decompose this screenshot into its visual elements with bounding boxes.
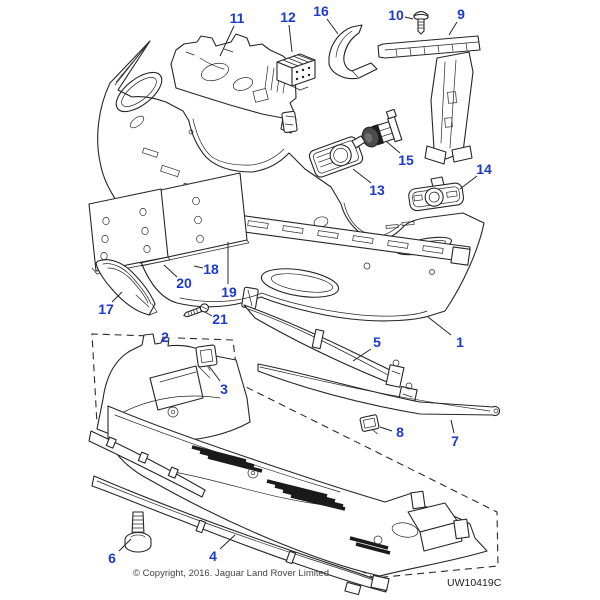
tray-clip-tower-1: [410, 490, 426, 510]
callout-20[interactable]: 20: [176, 275, 192, 291]
leader-line-7: [450, 419, 455, 434]
tray-clip-tower-2: [453, 518, 470, 540]
part-fog-lamp: [408, 176, 465, 212]
leader-line-13: [352, 168, 372, 184]
part-screw-10: [413, 10, 429, 35]
callout-19[interactable]: 19: [221, 284, 237, 300]
absorber-tab: [281, 110, 298, 134]
leader-line-15: [386, 141, 401, 154]
callout-16[interactable]: 16: [313, 3, 329, 19]
leader-lines: [111, 16, 478, 552]
bracket-holes: [100, 208, 151, 260]
leader-line-20: [163, 264, 178, 278]
vent-slats-group-2: [266, 479, 346, 511]
bar-end-bracket: [450, 246, 471, 266]
callout-14[interactable]: 14: [476, 161, 492, 177]
bar-slots: [247, 220, 444, 254]
tray-tub-front: [419, 521, 463, 552]
part-clip-3: [195, 344, 218, 371]
part-mounting-block: [276, 53, 316, 91]
part-clip-8: [359, 414, 380, 435]
bezel-tab: [351, 135, 366, 149]
callout-12[interactable]: 12: [280, 9, 296, 25]
leader-line-9: [448, 21, 458, 36]
part-parking-sensor: [361, 108, 403, 148]
part-bolt-6: [124, 511, 152, 553]
leader-line-21: [204, 311, 213, 317]
diagram-code: UW10419C: [447, 577, 502, 589]
leader-line-18: [193, 265, 204, 269]
part-corner-bracket: [328, 24, 378, 80]
callout-13[interactable]: 13: [369, 182, 385, 198]
bracket-foot-left: [424, 145, 447, 165]
flange-hatching: [115, 49, 144, 83]
callout-8[interactable]: 8: [396, 424, 404, 440]
part-plate-bracket: [88, 188, 171, 275]
fog-lamp-recess: [260, 268, 340, 298]
leader-line-12: [288, 24, 293, 53]
callout-15[interactable]: 15: [398, 152, 414, 168]
leader-line-16: [326, 18, 339, 35]
callout-5[interactable]: 5: [373, 334, 381, 350]
part-undertray-main: [107, 405, 488, 577]
part-chrome-blade: [257, 363, 501, 417]
callout-21[interactable]: 21: [212, 311, 228, 327]
lip-end-bracket: [370, 574, 390, 592]
leader-line-11: [219, 25, 235, 57]
strip-tab: [311, 328, 325, 350]
vent-slats-group-1: [191, 445, 263, 473]
callout-9[interactable]: 9: [457, 6, 465, 22]
leader-line-3: [208, 365, 221, 382]
leader-line-1: [427, 316, 452, 336]
part-side-strip: [88, 430, 206, 498]
callout-4[interactable]: 4: [209, 548, 217, 564]
part-side-bracket: [377, 35, 481, 165]
part-impact-absorber: [170, 33, 298, 134]
leader-line-6: [118, 538, 132, 552]
callout-7[interactable]: 7: [451, 433, 459, 449]
part-front-lip: [91, 475, 390, 596]
center-arch-flange: [192, 118, 285, 166]
headlamp-cutout: [115, 71, 163, 113]
callout-2[interactable]: 2: [161, 329, 169, 345]
leader-line-10: [404, 16, 414, 20]
part-fog-bezel: [308, 135, 366, 178]
part-lower-trim: [95, 259, 158, 316]
leader-line-8: [379, 426, 393, 432]
copyright-text: © Copyright, 2016. Jaguar Land Rover Lim…: [133, 568, 332, 579]
leader-line-4: [219, 534, 236, 550]
leader-line-5: [352, 348, 372, 362]
callout-18[interactable]: 18: [203, 261, 219, 277]
leader-line-17: [111, 291, 123, 303]
callout-3[interactable]: 3: [220, 381, 228, 397]
callout-10[interactable]: 10: [388, 7, 404, 23]
callout-17[interactable]: 17: [98, 301, 114, 317]
wing-top-slots: [385, 221, 415, 229]
bracket-foot-right: [451, 145, 473, 163]
callout-11[interactable]: 11: [230, 10, 245, 26]
vent-slats-group-3: [349, 536, 391, 555]
part-screw-21: [183, 303, 210, 318]
leader-line-14: [459, 175, 478, 190]
callout-6[interactable]: 6: [108, 550, 116, 566]
block-studs: [295, 66, 311, 81]
callout-1[interactable]: 1: [456, 334, 464, 350]
